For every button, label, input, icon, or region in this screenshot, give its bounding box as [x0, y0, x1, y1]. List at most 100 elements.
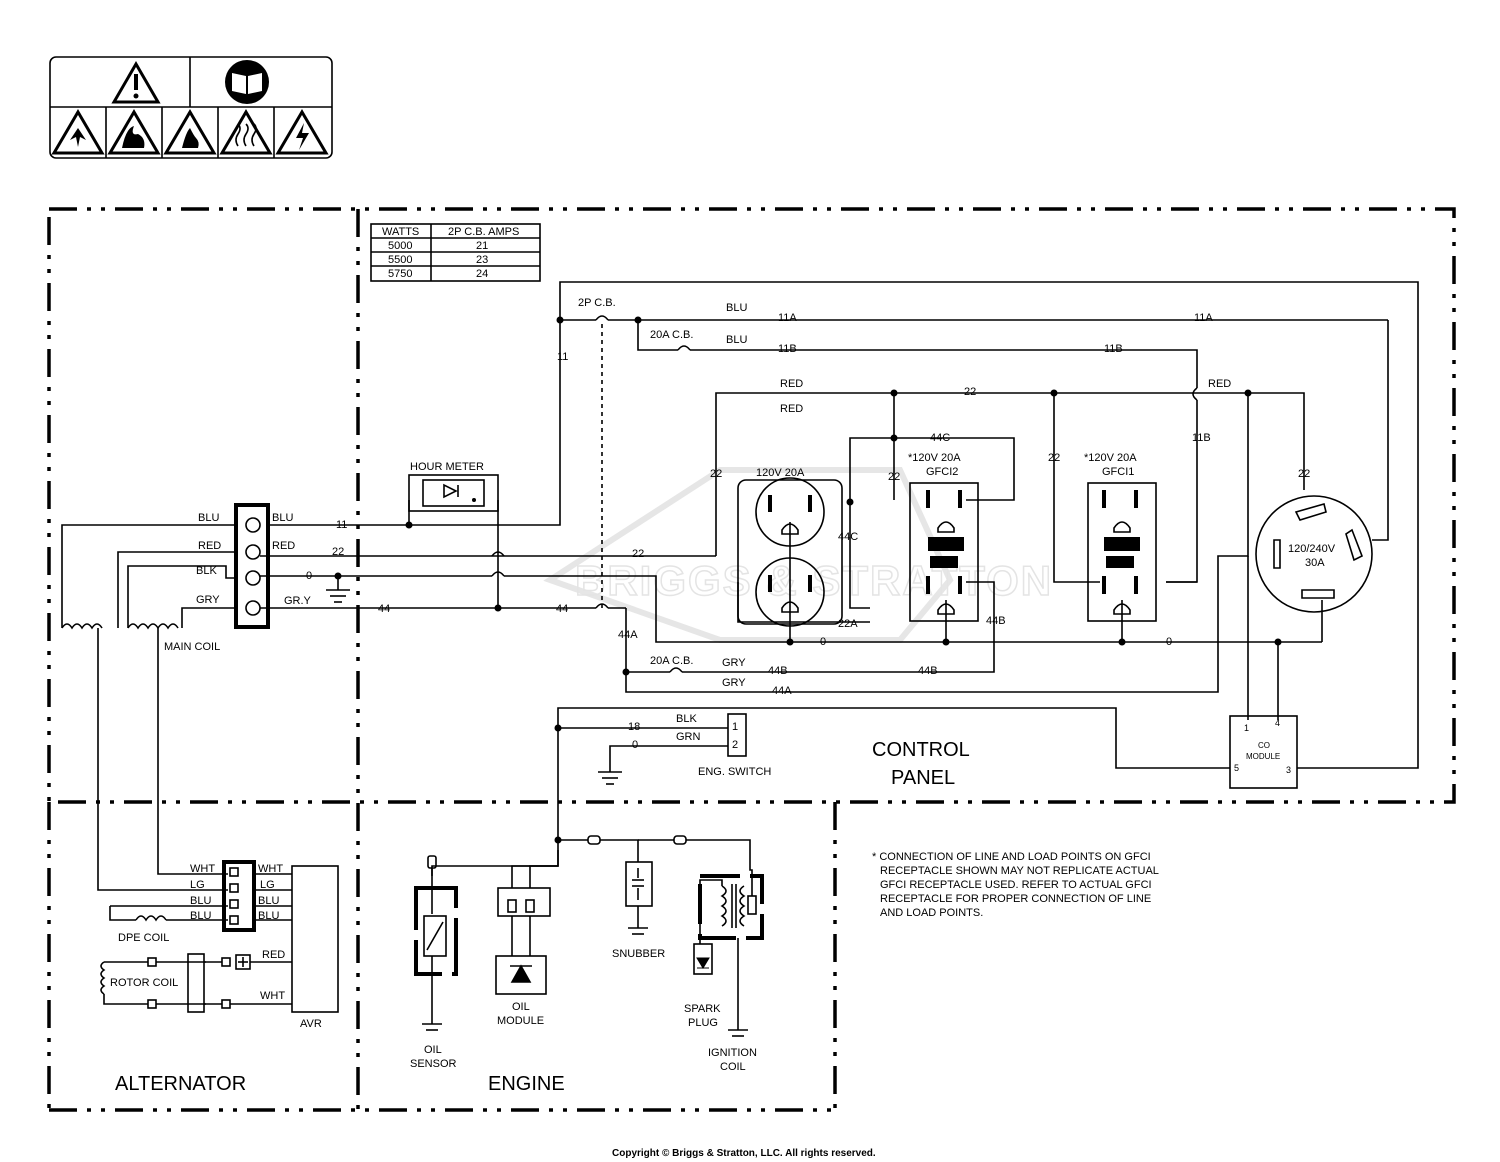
svg-text:RECEPTACLE SHOWN MAY NOT REPLI: RECEPTACLE SHOWN MAY NOT REPLICATE ACTUA… [880, 865, 1159, 877]
receptacle-label: 120V 20A [756, 467, 805, 479]
alternator-section: AVR [61, 524, 339, 1030]
svg-text:44A: 44A [618, 629, 638, 641]
svg-text:11: 11 [557, 351, 568, 363]
snubber-label: SNUBBER [612, 948, 665, 960]
svg-text:1: 1 [1244, 723, 1249, 733]
svg-text:RED: RED [1208, 378, 1231, 390]
ignition-coil-label: IGNITION [708, 1047, 757, 1059]
svg-text:18: 18 [628, 721, 640, 733]
ignition-coil-label: COIL [720, 1061, 746, 1073]
table-cell: 5000 [388, 240, 412, 252]
svg-text:22: 22 [964, 386, 976, 398]
gfci1-label: *120V 20A [1084, 452, 1137, 464]
shock-hazard-icon [275, 109, 329, 155]
svg-text:RED: RED [262, 949, 285, 961]
duplex-receptacle: 120V 20A [737, 467, 843, 627]
svg-text:11B: 11B [1192, 432, 1211, 444]
svg-text:20A C.B.: 20A C.B. [650, 329, 693, 341]
svg-text:22: 22 [332, 546, 344, 558]
co-module: 1 4 CO MODULE 5 3 [1229, 715, 1298, 789]
svg-text:* CONNECTION OF LINE AND LOAD: * CONNECTION OF LINE AND LOAD POINTS ON … [872, 851, 1151, 863]
oil-module-label: OIL [512, 1001, 530, 1013]
svg-text:CO: CO [1258, 741, 1270, 750]
gfci2-label: GFCI2 [926, 466, 958, 478]
svg-text:22: 22 [888, 471, 900, 483]
manual-book-icon [225, 60, 269, 104]
svg-text:0: 0 [632, 739, 638, 751]
svg-text:BLU: BLU [198, 512, 219, 524]
svg-text:BLK: BLK [196, 565, 217, 577]
svg-text:22: 22 [1298, 468, 1310, 480]
table-cell: 24 [476, 268, 488, 280]
table-cell: 21 [476, 240, 488, 252]
svg-text:22: 22 [710, 468, 722, 480]
svg-text:11B: 11B [1104, 343, 1123, 355]
svg-text:BLU: BLU [726, 334, 747, 346]
engine-title: ENGINE [488, 1073, 565, 1095]
svg-text:22: 22 [1048, 452, 1060, 464]
svg-text:44C: 44C [930, 432, 950, 444]
svg-text:GRY: GRY [196, 594, 220, 606]
control-panel-title: CONTROL [872, 739, 970, 761]
watts-table: WATTS 2P C.B. AMPS 5000 21 5500 23 5750 … [370, 223, 541, 282]
svg-text:0: 0 [1166, 636, 1172, 648]
svg-text:AND LOAD POINTS.: AND LOAD POINTS. [880, 907, 983, 919]
watermark-text: BRIGGS & STRATTON [575, 557, 1053, 604]
warning-triangle-icon [111, 61, 161, 104]
svg-text:WHT: WHT [190, 863, 215, 875]
svg-text:BLU: BLU [258, 910, 279, 922]
svg-text:4: 4 [1275, 718, 1280, 728]
svg-text:11B: 11B [778, 343, 797, 355]
avr-label: AVR [300, 1018, 322, 1030]
hot-surface-icon [219, 109, 273, 155]
svg-text:BLU: BLU [258, 895, 279, 907]
svg-text:20A C.B.: 20A C.B. [650, 655, 693, 667]
alternator-title: ALTERNATOR [115, 1073, 246, 1095]
control-panel-wiring [260, 281, 1419, 840]
svg-text:5: 5 [1234, 763, 1239, 773]
svg-text:BLU: BLU [190, 895, 211, 907]
svg-text:LG: LG [190, 879, 205, 891]
svg-text:22: 22 [632, 548, 644, 560]
svg-text:GRY: GRY [722, 657, 746, 669]
svg-text:BLU: BLU [726, 302, 747, 314]
explosion-hazard-icon [51, 109, 105, 155]
engine-section: OIL SENSOR OIL MODULE SNUBBER [410, 835, 764, 1073]
svg-text:GRY: GRY [722, 677, 746, 689]
table-cell: 5750 [388, 268, 412, 280]
fire-hazard-icon [107, 109, 161, 155]
svg-text:MODULE: MODULE [1246, 752, 1280, 761]
main-coil-label: MAIN COIL [164, 641, 220, 653]
rotor-coil-label: ROTOR COIL [110, 977, 178, 989]
flame-hazard-icon [163, 109, 217, 155]
svg-text:GR.Y: GR.Y [284, 595, 312, 607]
twistlock-receptacle: 120/240V 30A [1255, 495, 1373, 613]
gfci2-label: *120V 20A [908, 452, 961, 464]
svg-text:GRN: GRN [676, 731, 701, 743]
table-cell: 23 [476, 254, 488, 266]
svg-text:BLK: BLK [676, 713, 697, 725]
spark-plug-label: PLUG [688, 1017, 718, 1029]
svg-text:RED: RED [198, 540, 221, 552]
svg-text:RED: RED [780, 403, 803, 415]
watermark: BRIGGS & STRATTON [543, 467, 1053, 643]
svg-text:GFCI RECEPTACLE USED. REFER TO: GFCI RECEPTACLE USED. REFER TO ACTUAL GF… [880, 879, 1152, 891]
svg-text:11: 11 [336, 519, 347, 531]
svg-text:44: 44 [378, 603, 390, 615]
svg-text:WHT: WHT [258, 863, 283, 875]
svg-text:22A: 22A [838, 618, 858, 630]
svg-text:44: 44 [556, 603, 568, 615]
svg-text:11A: 11A [1194, 312, 1213, 324]
oil-sensor-label: SENSOR [410, 1058, 457, 1070]
gfci2-receptacle: *120V 20A GFCI2 [908, 452, 979, 622]
svg-text:2P C.B.: 2P C.B. [578, 297, 616, 309]
wire-labels: BLU BLU RED RED BLK GRY GR.Y 11 22 0 44 … [110, 297, 1310, 1002]
svg-text:BLU: BLU [190, 910, 211, 922]
svg-text:RED: RED [272, 540, 295, 552]
svg-text:44A: 44A [772, 685, 792, 697]
svg-text:1: 1 [732, 721, 738, 733]
twistlock-label: 30A [1305, 557, 1325, 569]
svg-text:WHT: WHT [260, 990, 285, 1002]
svg-text:LG: LG [260, 879, 275, 891]
